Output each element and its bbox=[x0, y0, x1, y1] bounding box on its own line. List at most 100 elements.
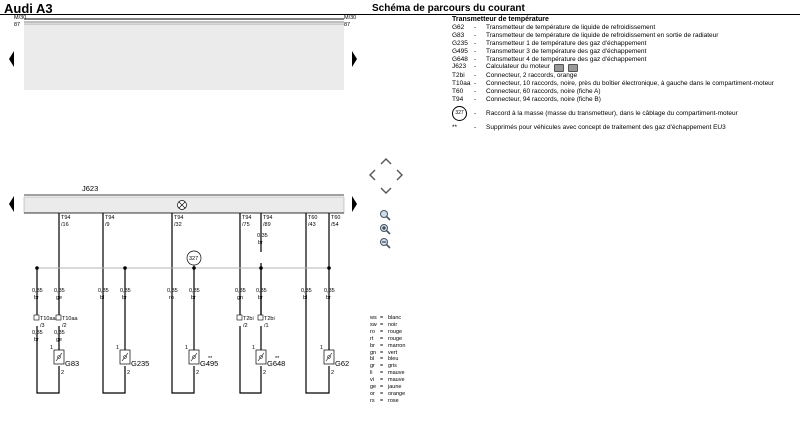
color-eq: = bbox=[380, 397, 384, 404]
color-key-row: li=mauve bbox=[370, 370, 405, 377]
wire-section: 0,35 bbox=[32, 288, 43, 294]
legend-text: Transmetteur 4 de température des gaz d'… bbox=[486, 55, 647, 63]
color-key-row: vi = mauve bbox=[370, 377, 405, 384]
color-eq: = bbox=[380, 335, 384, 342]
legend-text: Connecteur, 94 raccords, noire (fiche B) bbox=[486, 96, 601, 104]
pin-number: 1 bbox=[185, 345, 188, 351]
next-section-arrow-icon[interactable] bbox=[352, 196, 357, 212]
wire-color: br bbox=[258, 295, 263, 301]
pin-number: 1 bbox=[50, 345, 53, 351]
wire-color: br bbox=[258, 240, 263, 246]
legend-dash: - bbox=[474, 72, 477, 80]
wire-color: bl bbox=[100, 295, 104, 301]
color-eq: = bbox=[380, 370, 384, 377]
legend-code: G83 bbox=[452, 31, 465, 39]
pin-number: 2 bbox=[331, 370, 334, 376]
legend-dash: - bbox=[474, 39, 477, 47]
wire-pin: T60 bbox=[308, 215, 317, 221]
document-title: Schéma de parcours du courant bbox=[372, 3, 525, 14]
color-code: or bbox=[370, 390, 375, 397]
color-eq: = bbox=[380, 342, 384, 349]
legend-dash: - bbox=[474, 124, 477, 132]
legend-text: Supprimés pour véhicules avec concept de… bbox=[486, 124, 726, 132]
connector-t10aa: T10aa/2 bbox=[55, 314, 79, 329]
wire-section: 0,35 bbox=[54, 288, 65, 294]
next-page-arrow-icon[interactable] bbox=[352, 51, 357, 67]
legend-code: T94 bbox=[452, 96, 464, 104]
color-code: gr bbox=[370, 363, 375, 370]
previous-page-arrow-icon[interactable] bbox=[9, 51, 14, 67]
wire-color: ge bbox=[56, 295, 62, 301]
legend-dash: - bbox=[474, 23, 477, 31]
legend-code: G235 bbox=[452, 39, 468, 47]
legend-item: G648-Transmetteur 4 de température des g… bbox=[452, 56, 797, 64]
legend-dash: - bbox=[474, 63, 477, 71]
wire-pin-number: /16 bbox=[61, 222, 69, 228]
color-eq: = bbox=[380, 377, 384, 384]
strip-right-num: 87 bbox=[344, 22, 350, 28]
color-key-row: gr=gris bbox=[370, 363, 405, 370]
wire-section: 0,35 bbox=[189, 288, 200, 294]
color-key-row: ge=jaune bbox=[370, 384, 405, 391]
legend-item: 327-Raccord à la masse (masse du transme… bbox=[452, 106, 797, 122]
sensor-code: G83 bbox=[65, 359, 79, 368]
wire-color: br bbox=[34, 295, 39, 301]
color-name: rose bbox=[388, 397, 399, 404]
color-eq: = bbox=[380, 390, 384, 397]
legend-item: **-Supprimés pour véhicules avec concept… bbox=[452, 124, 797, 132]
pan-left-icon[interactable] bbox=[369, 169, 376, 181]
camera-icon[interactable] bbox=[567, 64, 578, 73]
color-key-row: bl=bleu bbox=[370, 356, 405, 363]
color-code: ge bbox=[370, 384, 377, 391]
camera-icon[interactable] bbox=[553, 64, 564, 73]
thermistor-icon bbox=[55, 352, 63, 362]
thermistor-icon bbox=[257, 352, 265, 362]
zoom-minus-icon[interactable] bbox=[379, 237, 391, 249]
color-name: rouge bbox=[388, 335, 403, 342]
color-code: li bbox=[370, 370, 373, 377]
legend-item: T60-Connecteur, 60 raccords, noire (fich… bbox=[452, 88, 797, 96]
pin-number: 2 bbox=[61, 370, 64, 376]
wire-pin: T94 bbox=[61, 215, 70, 221]
pan-up-icon[interactable] bbox=[380, 158, 392, 165]
color-key-row: rs=rose bbox=[370, 398, 405, 405]
color-code: vi bbox=[370, 377, 374, 384]
wire-pin-number: /54 bbox=[331, 222, 339, 228]
zoom-plus-icon[interactable] bbox=[379, 223, 391, 235]
connector-name: T2bi bbox=[243, 316, 254, 322]
header-divider bbox=[0, 14, 800, 15]
previous-section-arrow-icon[interactable] bbox=[9, 196, 14, 212]
legend-item: T10aa-Connecteur, 10 raccords, noire, pr… bbox=[452, 80, 797, 88]
wire-pin-number: /9 bbox=[105, 222, 110, 228]
pan-control[interactable] bbox=[367, 156, 407, 196]
color-eq: = bbox=[380, 321, 384, 328]
color-name: rouge bbox=[388, 328, 403, 335]
legend-text: Connecteur, 2 raccords, orange bbox=[486, 72, 578, 80]
wire-section: 0,35 bbox=[98, 288, 109, 294]
legend-code: T60 bbox=[452, 88, 464, 96]
wire-pin: T94 bbox=[242, 215, 251, 221]
pin-number: 1 bbox=[320, 345, 323, 351]
color-name: mauve bbox=[388, 377, 405, 384]
control-unit-label: J623 bbox=[82, 184, 98, 193]
strip-right-code: M/30 bbox=[344, 15, 356, 21]
sensor-code: G495 bbox=[200, 359, 218, 368]
color-key-row: ro=rouge bbox=[370, 329, 405, 336]
color-key-row: br=marron bbox=[370, 343, 405, 350]
legend-item: T94-Connecteur, 94 raccords, noire (fich… bbox=[452, 96, 797, 104]
legend-text: Transmetteur de température de liquide d… bbox=[486, 23, 656, 31]
pan-right-icon[interactable] bbox=[396, 169, 403, 181]
wire-section: 0,35 bbox=[256, 288, 267, 294]
connector-name: T10aa bbox=[40, 316, 57, 322]
zoom-in-icon[interactable] bbox=[379, 209, 391, 221]
pan-down-icon[interactable] bbox=[380, 187, 392, 194]
legend-code: T2bi bbox=[452, 72, 465, 80]
connector-name: T2bi bbox=[264, 316, 275, 322]
legend-dash: - bbox=[474, 31, 477, 39]
legend-text: Connecteur, 10 raccords, noire, près du … bbox=[486, 80, 774, 88]
legend-dash: - bbox=[474, 55, 477, 63]
